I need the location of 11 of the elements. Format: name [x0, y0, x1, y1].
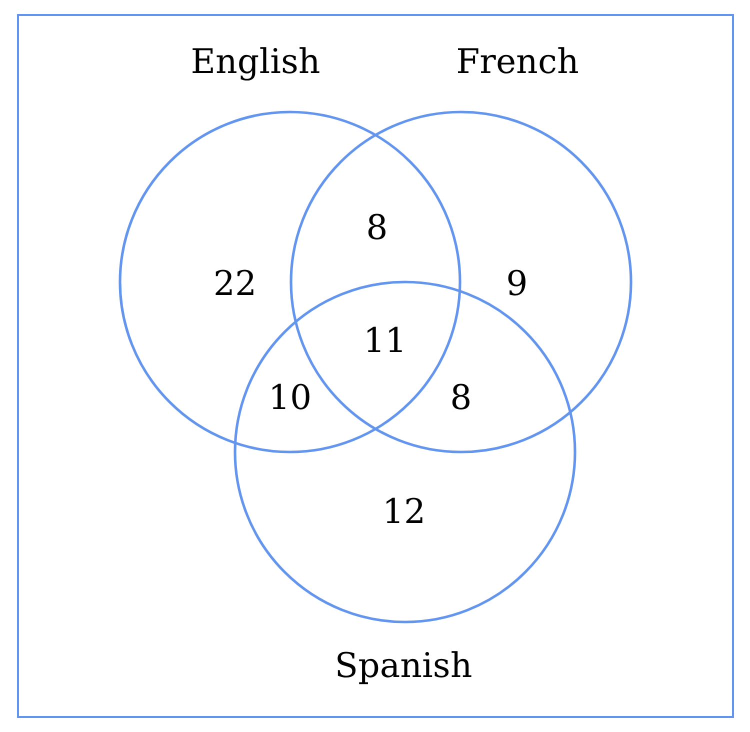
region-count: 8 — [450, 381, 472, 415]
region-count: 11 — [363, 324, 407, 358]
region-count: 9 — [506, 267, 528, 301]
diagram-frame — [17, 14, 734, 718]
set-label: English — [190, 44, 320, 78]
set-label: French — [456, 44, 579, 78]
region-count: 8 — [366, 211, 388, 245]
region-count: 10 — [268, 381, 312, 415]
region-count: 22 — [213, 267, 257, 301]
set-label: Spanish — [334, 648, 472, 682]
region-count: 12 — [382, 495, 426, 529]
